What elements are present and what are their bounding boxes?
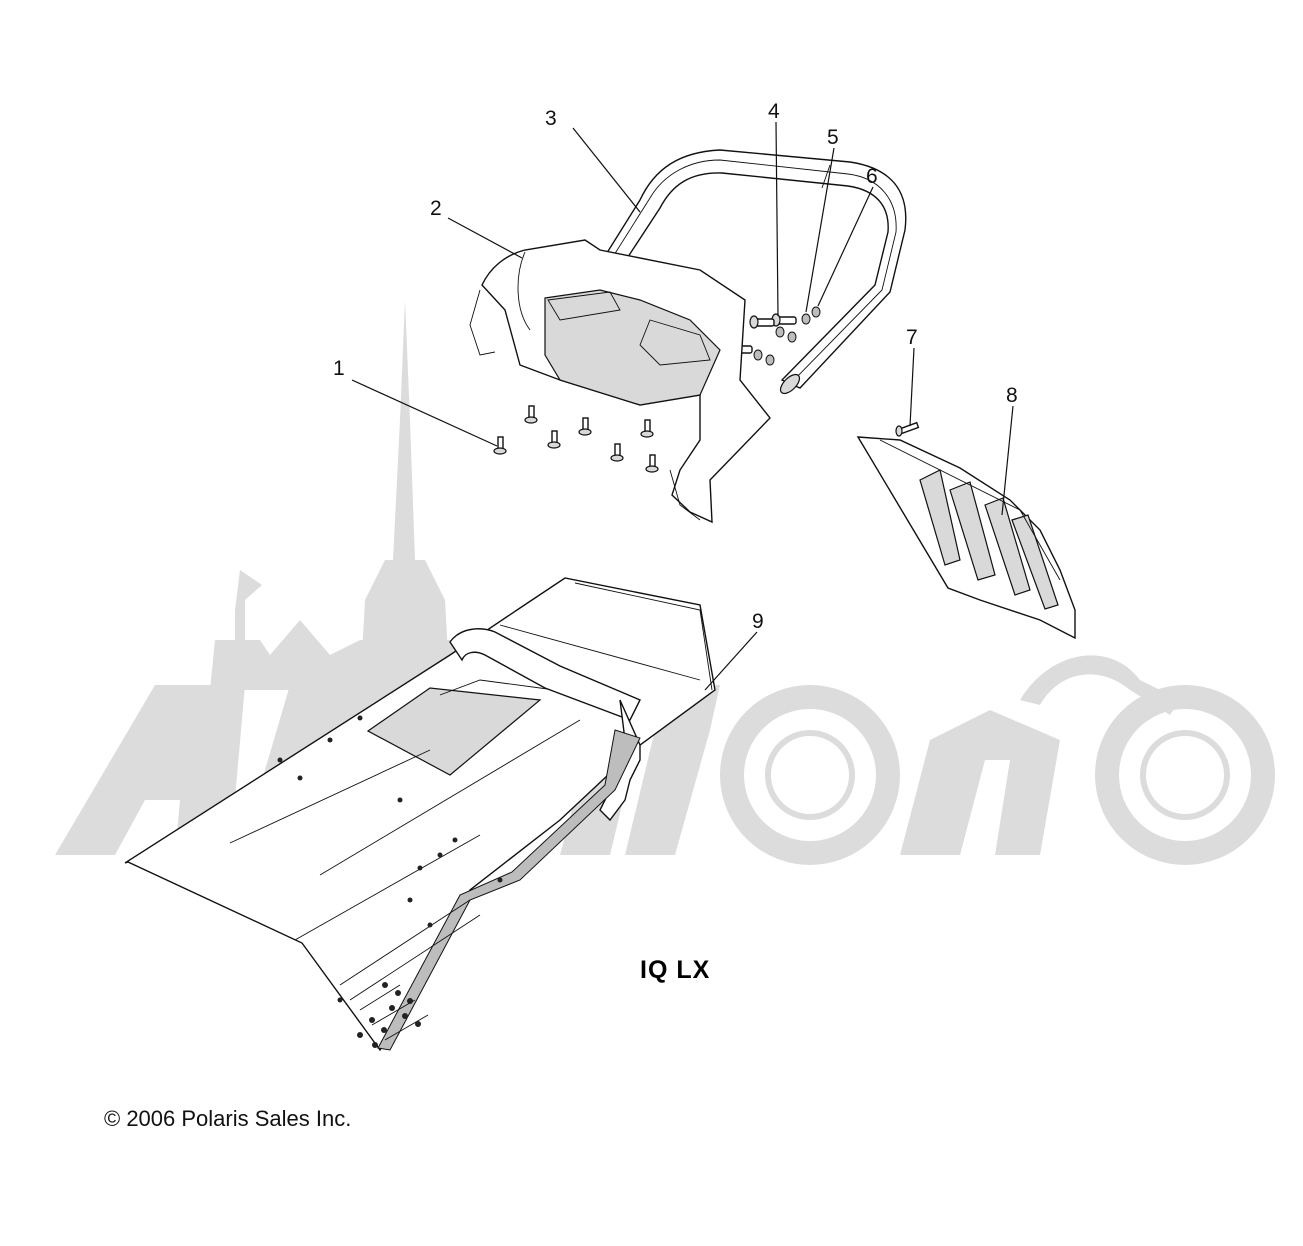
callout-5: 5 [827, 126, 839, 149]
leader-lines [351, 121, 1014, 691]
leader-1 [351, 379, 498, 447]
rivets [493, 405, 659, 473]
callout-6: 6 [866, 165, 878, 188]
callout-1: 1 [333, 357, 345, 380]
callout-9: 9 [752, 610, 764, 633]
bolt-row-2 [749, 315, 797, 343]
callout-8: 8 [1006, 384, 1018, 407]
leader-4 [775, 121, 779, 317]
callout-4: 4 [768, 100, 780, 123]
leader-2 [447, 217, 523, 259]
leader-5 [805, 147, 835, 313]
model-label: IQ LX [640, 956, 710, 984]
callout-7: 7 [906, 326, 918, 349]
leader-8 [1001, 405, 1014, 516]
leader-3 [572, 127, 641, 213]
tunnel-holes [277, 715, 503, 1048]
callout-2: 2 [430, 197, 442, 220]
copyright-notice: © 2006 Polaris Sales Inc. [104, 1106, 351, 1131]
bolt-row-1 [771, 306, 821, 327]
snow-flap [856, 436, 1076, 640]
callout-labels: 1 2 3 4 5 6 7 8 9 [333, 100, 1018, 633]
rear-grab-bar [582, 149, 907, 395]
rear-housing [469, 239, 771, 524]
screw [895, 421, 920, 437]
leader-7 [909, 347, 915, 427]
callout-3: 3 [545, 107, 557, 130]
leader-6 [817, 186, 874, 307]
hardware-set [727, 306, 821, 366]
leader-9 [704, 631, 758, 691]
